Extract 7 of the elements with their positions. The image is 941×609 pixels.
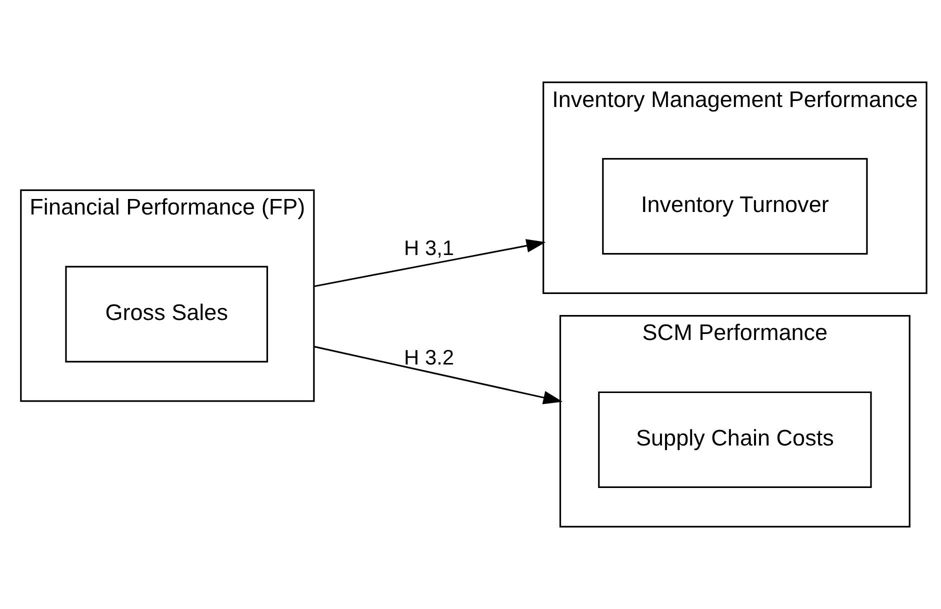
arrow bbox=[314, 346, 563, 404]
edge-label: H 3,1 bbox=[404, 237, 454, 260]
node-box: Gross Sales bbox=[65, 266, 268, 362]
arrow bbox=[314, 239, 546, 288]
node-box: Supply Chain Costs bbox=[598, 391, 872, 488]
node-box: Inventory Turnover bbox=[602, 158, 868, 255]
edge-label: H 3.2 bbox=[404, 346, 454, 370]
